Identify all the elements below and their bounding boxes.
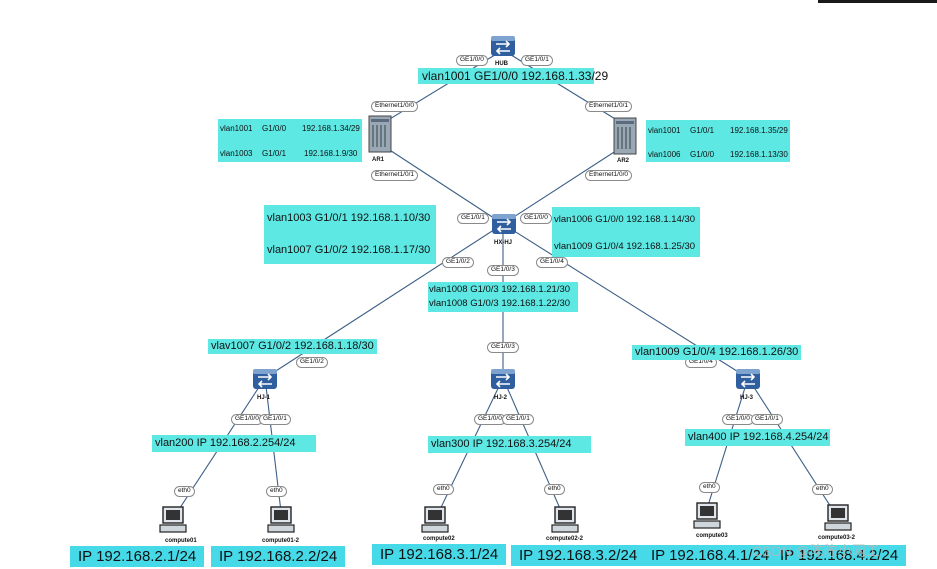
port-hx-bm: GE1/0/3 [487, 265, 519, 276]
port-c02-eth0: eth0 [433, 484, 454, 495]
port-hx-br: GE1/0/4 [536, 257, 568, 268]
port-hx-bl: GE1/0/2 [442, 257, 474, 268]
port-ar1-bottom: Ethernet1/0/1 [371, 170, 419, 181]
port-hx-tr: GE1/0/0 [520, 213, 552, 224]
hx-left-line2: vlan1007 G1/0/2 192.168.1.17/30 [267, 244, 431, 256]
compute03-pc-icon[interactable] [692, 502, 722, 530]
hx-name: HX-HJ [494, 240, 513, 246]
compute02-2-pc-icon[interactable] [550, 506, 580, 534]
compute02-2-name: compute02-2 [546, 536, 584, 542]
window-edge-bar [818, 0, 937, 3]
hj3-uplink-label: vlan1009 G1/0/4 192.168.1.26/30 [632, 345, 802, 360]
port-ar1-top: Ethernet1/0/0 [371, 101, 419, 112]
compute01-name: compute01 [165, 538, 197, 544]
ar1-address-block: vlan1001 G1/0/0 192.168.1.34/29 vlan1003… [218, 119, 362, 162]
hub-address-label: vlan1001 GE1/0/0 192.168.1.33/29 [418, 68, 608, 84]
hj2-name: HJ-2 [494, 395, 508, 401]
hub-switch-icon[interactable] [490, 33, 516, 59]
hx-left-address-block: vlan1003 G1/0/1 192.168.1.10/30 vlan1007… [264, 205, 436, 264]
hx-middle-line2: vlan1008 G1/0/3 192.168.1.22/30 [429, 298, 571, 309]
hj3-switch-icon[interactable] [735, 366, 761, 392]
port-c012-eth0: eth0 [266, 486, 287, 497]
port-hj1-up: GE1/0/2 [296, 357, 328, 368]
compute02-ip: IP 192.168.3.1/24 [372, 544, 507, 565]
ar1-name: AR1 [372, 157, 385, 163]
port-hx-tl: GE1/0/1 [457, 213, 489, 224]
compute03-2-pc-icon[interactable] [823, 504, 853, 532]
port-hj1-r: GE1/0/1 [259, 414, 291, 425]
ar1-router-icon[interactable] [368, 115, 392, 153]
ar2-a-port: G1/0/1 [690, 126, 715, 135]
hj3-name: HJ-3 [740, 395, 754, 401]
hx-right-line2: vlan1009 G1/0/4 192.168.1.25/30 [554, 241, 696, 252]
compute02-2-ip: IP 192.168.3.2/24 [511, 545, 646, 566]
link-ar1-hx [381, 144, 504, 225]
hj1-switch-icon[interactable] [252, 366, 278, 392]
hj3-vlan-label: vlan400 IP 192.168.4.254/24 [685, 429, 830, 446]
ar1-b-ip: 192.168.1.9/30 [304, 149, 358, 158]
compute03-name: compute03 [696, 533, 728, 539]
link-ar2-hx [502, 144, 626, 225]
hx-middle-address-block: vlan1008 G1/0/3 192.168.1.21/30 vlan1008… [428, 282, 578, 312]
port-c022-eth0: eth0 [544, 484, 565, 495]
compute01-pc-icon[interactable] [158, 506, 188, 534]
compute02-pc-icon[interactable] [420, 506, 450, 534]
compute02-name: compute02 [423, 536, 455, 542]
hx-right-address-block: vlan1006 G1/0/0 192.168.1.14/30 vlan1009… [552, 207, 700, 257]
ar1-a-vlan: vlan1001 [220, 124, 253, 133]
ar2-a-ip: 192.168.1.35/29 [730, 126, 788, 135]
hj1-name: HJ-1 [257, 395, 271, 401]
port-c03-eth0: eth0 [699, 482, 720, 493]
hx-right-line1: vlan1006 G1/0/0 192.168.1.14/30 [554, 214, 696, 225]
port-ar2-top: Ethernet1/0/1 [585, 101, 633, 112]
ar2-a-vlan: vlan1001 [648, 126, 681, 135]
hub-name: HUB [495, 61, 508, 67]
compute01-ip: IP 192.168.2.1/24 [70, 546, 205, 567]
port-ar2-bottom: Ethernet1/0/0 [585, 170, 633, 181]
compute03-ip: IP 192.168.4.1/24 [643, 545, 778, 566]
port-hj2-r: GE1/0/1 [502, 414, 534, 425]
ar2-b-port: G1/0/0 [690, 150, 715, 159]
hx-left-line1: vlan1003 G1/0/1 192.168.1.10/30 [267, 212, 431, 224]
ar1-a-ip: 192.168.1.34/29 [302, 124, 360, 133]
compute03-2-ip: IP 192.168.4.2/24 [772, 545, 907, 566]
port-hj3-l: GE1/0/0 [722, 414, 754, 425]
compute01-2-pc-icon[interactable] [266, 506, 296, 534]
port-c01-eth0: eth0 [174, 486, 195, 497]
port-hj2-up: GE1/0/3 [487, 342, 519, 353]
port-hub-right: GE1/0/1 [521, 55, 553, 66]
compute03-2-name: compute03-2 [818, 535, 856, 541]
link-hj3-c032 [747, 377, 839, 519]
compute01-2-ip: IP 192.168.2.2/24 [211, 546, 346, 567]
compute01-2-name: compute01-2 [262, 538, 300, 544]
csdn-watermark: CSDN @陈陈小网工 [752, 543, 880, 559]
ar2-b-ip: 192.168.1.13/30 [730, 150, 788, 159]
port-c032-eth0: eth0 [812, 484, 833, 495]
ar1-b-vlan: vlan1003 [220, 149, 253, 158]
ar2-name: AR2 [617, 158, 630, 164]
ar1-b-port: G1/0/1 [262, 149, 287, 158]
ar2-b-vlan: vlan1006 [648, 150, 681, 159]
hj2-switch-icon[interactable] [490, 366, 516, 392]
port-hub-left: GE1/0/0 [456, 55, 488, 66]
port-hj3-r: GE1/0/1 [751, 414, 783, 425]
ar2-address-block: vlan1001 G1/0/1 192.168.1.35/29 vlan1006… [646, 120, 790, 162]
ar1-a-port: G1/0/0 [262, 124, 287, 133]
hj1-uplink-label: vlav1007 G1/0/2 192.168.1.18/30 [208, 339, 377, 354]
hx-switch-icon[interactable] [491, 211, 517, 237]
hj2-vlan-label: vlan300 IP 192.168.3.254/24 [428, 436, 591, 453]
hj1-vlan-label: vlan200 IP 192.168.2.254/24 [152, 435, 316, 452]
ar2-router-icon[interactable] [613, 117, 637, 155]
hx-middle-line1: vlan1008 G1/0/3 192.168.1.21/30 [429, 284, 571, 295]
